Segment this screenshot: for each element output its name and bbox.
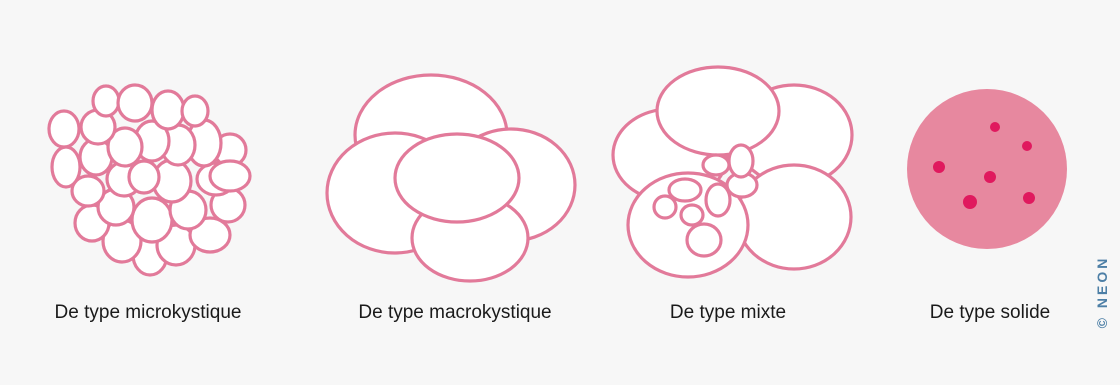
solid-dot (933, 161, 945, 173)
microcystic-cluster (40, 55, 260, 285)
solid-mass (905, 55, 1070, 285)
solid-illustration (905, 55, 1070, 285)
solid-dot (1023, 192, 1035, 204)
mixed-cluster (610, 55, 855, 285)
macrocystic-cluster (325, 55, 580, 285)
mixed-illustration (610, 55, 855, 285)
caption-mixed: De type mixte (670, 302, 786, 324)
caption-microcystic: De type microkystique (55, 302, 242, 324)
microcystic-illustration (40, 55, 260, 285)
solid-dot (990, 122, 1000, 132)
solid-dot (984, 171, 996, 183)
macrocystic-illustration (325, 55, 580, 285)
neon-watermark-logo: © NEON (1094, 256, 1110, 329)
caption-solid: De type solide (930, 302, 1050, 324)
solid-dot (963, 195, 977, 209)
solid-dot (1022, 141, 1032, 151)
solid-disc (907, 89, 1067, 249)
caption-macrocystic: De type macrokystique (358, 302, 551, 324)
